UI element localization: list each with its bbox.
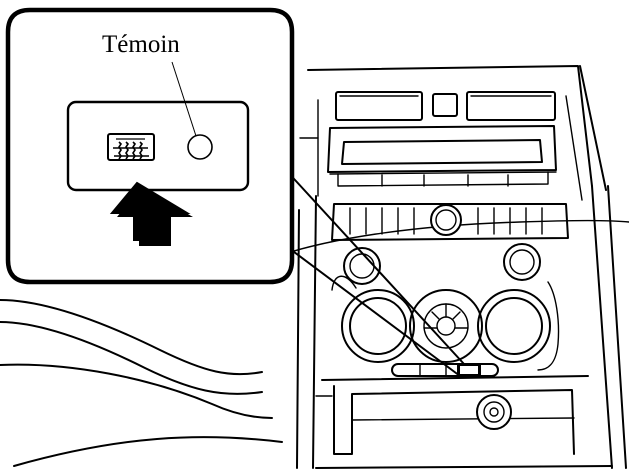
steering-wheel xyxy=(0,299,283,467)
defroster-button xyxy=(107,133,155,161)
display-panel xyxy=(327,125,557,187)
audio-controls xyxy=(331,203,569,241)
thick-up-arrow-icon xyxy=(109,181,193,246)
dashboard-arc xyxy=(261,219,629,263)
callout-leader-lower xyxy=(269,233,461,377)
indicator-lamp-icon xyxy=(187,134,213,160)
indicator-label: Témoin xyxy=(102,31,180,58)
top-vents xyxy=(335,91,556,121)
small-knob-right xyxy=(503,243,541,281)
climate-dial-left xyxy=(341,289,415,363)
center-console xyxy=(296,65,627,469)
label-leader-line xyxy=(171,61,197,137)
callout: Témoin xyxy=(5,7,465,377)
dashboard-background xyxy=(0,65,629,469)
rear-window-defroster-icon xyxy=(113,138,149,160)
climate-dial-center xyxy=(409,289,483,363)
climate-panel-outline xyxy=(331,275,560,371)
switch-panel xyxy=(66,100,250,192)
callout-leader-upper xyxy=(283,167,465,365)
lower-console xyxy=(315,375,613,469)
climate-dial-right xyxy=(477,289,551,363)
